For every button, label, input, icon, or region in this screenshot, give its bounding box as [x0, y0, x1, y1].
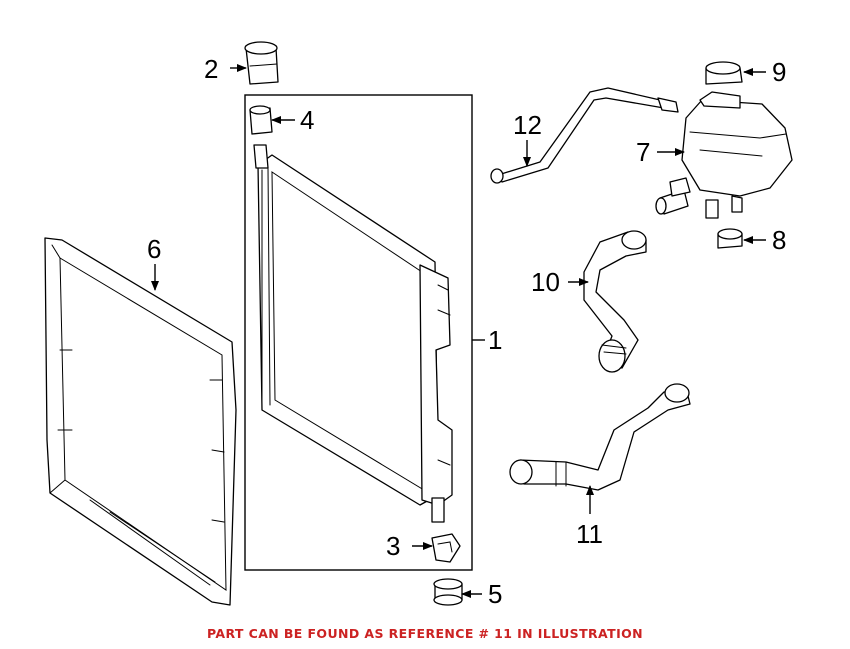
- callout-10: 10: [531, 267, 560, 297]
- part-10-upper-hose[interactable]: [583, 230, 647, 373]
- callout-7: 7: [636, 137, 650, 167]
- part-12-vent-pipe[interactable]: [490, 87, 679, 184]
- part-7-expansion-tank[interactable]: [655, 91, 793, 219]
- callout-12: 12: [513, 110, 542, 140]
- part-1-radiator[interactable]: [253, 144, 453, 523]
- callout-9: 9: [772, 57, 786, 87]
- part-2-plug[interactable]: [244, 41, 279, 85]
- part-4-bushing[interactable]: [249, 105, 273, 135]
- callout-4: 4: [300, 105, 314, 135]
- callout-5: 5: [488, 579, 502, 609]
- callout-1: 1: [488, 325, 502, 355]
- reference-note: PART CAN BE FOUND AS REFERENCE # 11 IN I…: [206, 626, 644, 641]
- radiator-assembly-frame: [244, 94, 473, 571]
- leader-lines: [151, 64, 766, 598]
- callout-6: 6: [147, 234, 161, 264]
- part-11-lower-hose[interactable]: [509, 383, 691, 491]
- part-9-tank-cap[interactable]: [705, 61, 743, 85]
- callout-8: 8: [772, 225, 786, 255]
- part-5-grommet[interactable]: [433, 578, 463, 606]
- callout-3: 3: [386, 531, 400, 561]
- part-6-shroud[interactable]: [44, 237, 237, 606]
- callout-labels: 1 2 3 4 5 6 7 8 9 10 11 12: [147, 54, 786, 609]
- part-8-grommet[interactable]: [717, 228, 743, 249]
- part-3-bracket[interactable]: [431, 533, 461, 563]
- callout-2: 2: [204, 54, 218, 84]
- callout-11: 11: [576, 519, 603, 549]
